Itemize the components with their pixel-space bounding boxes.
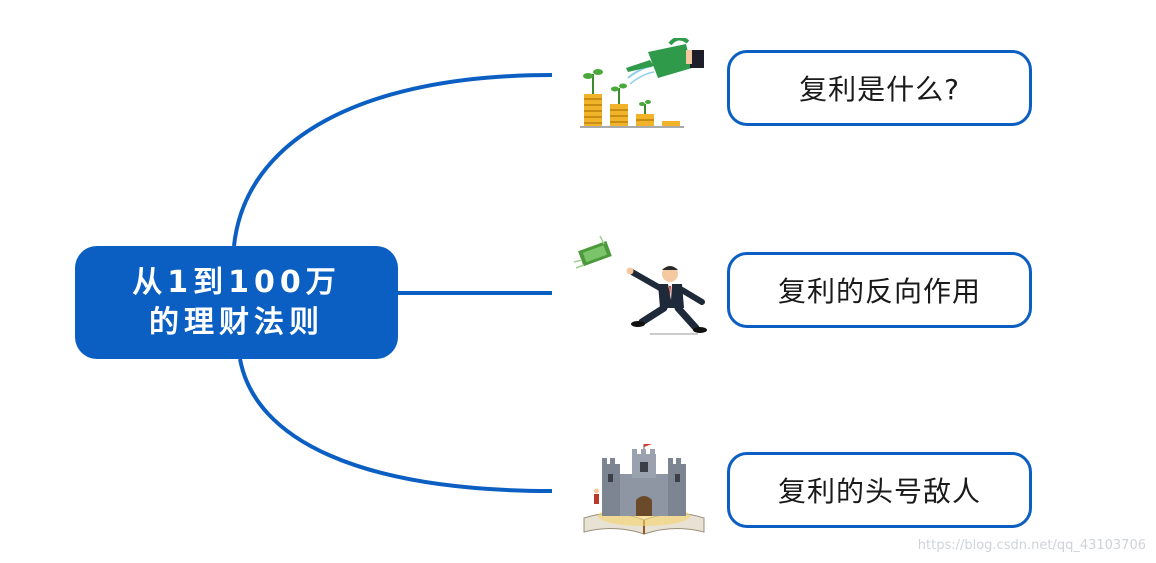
root-topic[interactable]: 从1到100万 的理财法则 xyxy=(75,246,398,359)
watermark: https://blog.csdn.net/qq_43103706 xyxy=(917,538,1146,553)
watering-coins-icon xyxy=(580,38,704,128)
topic-what-is-compound-interest[interactable]: 复利是什么? xyxy=(727,50,1032,126)
chasing-money-icon xyxy=(573,235,707,335)
topic-reverse-effect[interactable]: 复利的反向作用 xyxy=(727,252,1032,328)
connector-top xyxy=(232,73,553,247)
root-title-line-2: 的理财法则 xyxy=(149,304,324,340)
root-title-line-1: 从1到100万 xyxy=(132,264,341,300)
topic-number-one-enemy[interactable]: 复利的头号敌人 xyxy=(727,452,1032,528)
connector-bottom xyxy=(238,358,553,493)
castle-book-icon xyxy=(583,444,705,535)
